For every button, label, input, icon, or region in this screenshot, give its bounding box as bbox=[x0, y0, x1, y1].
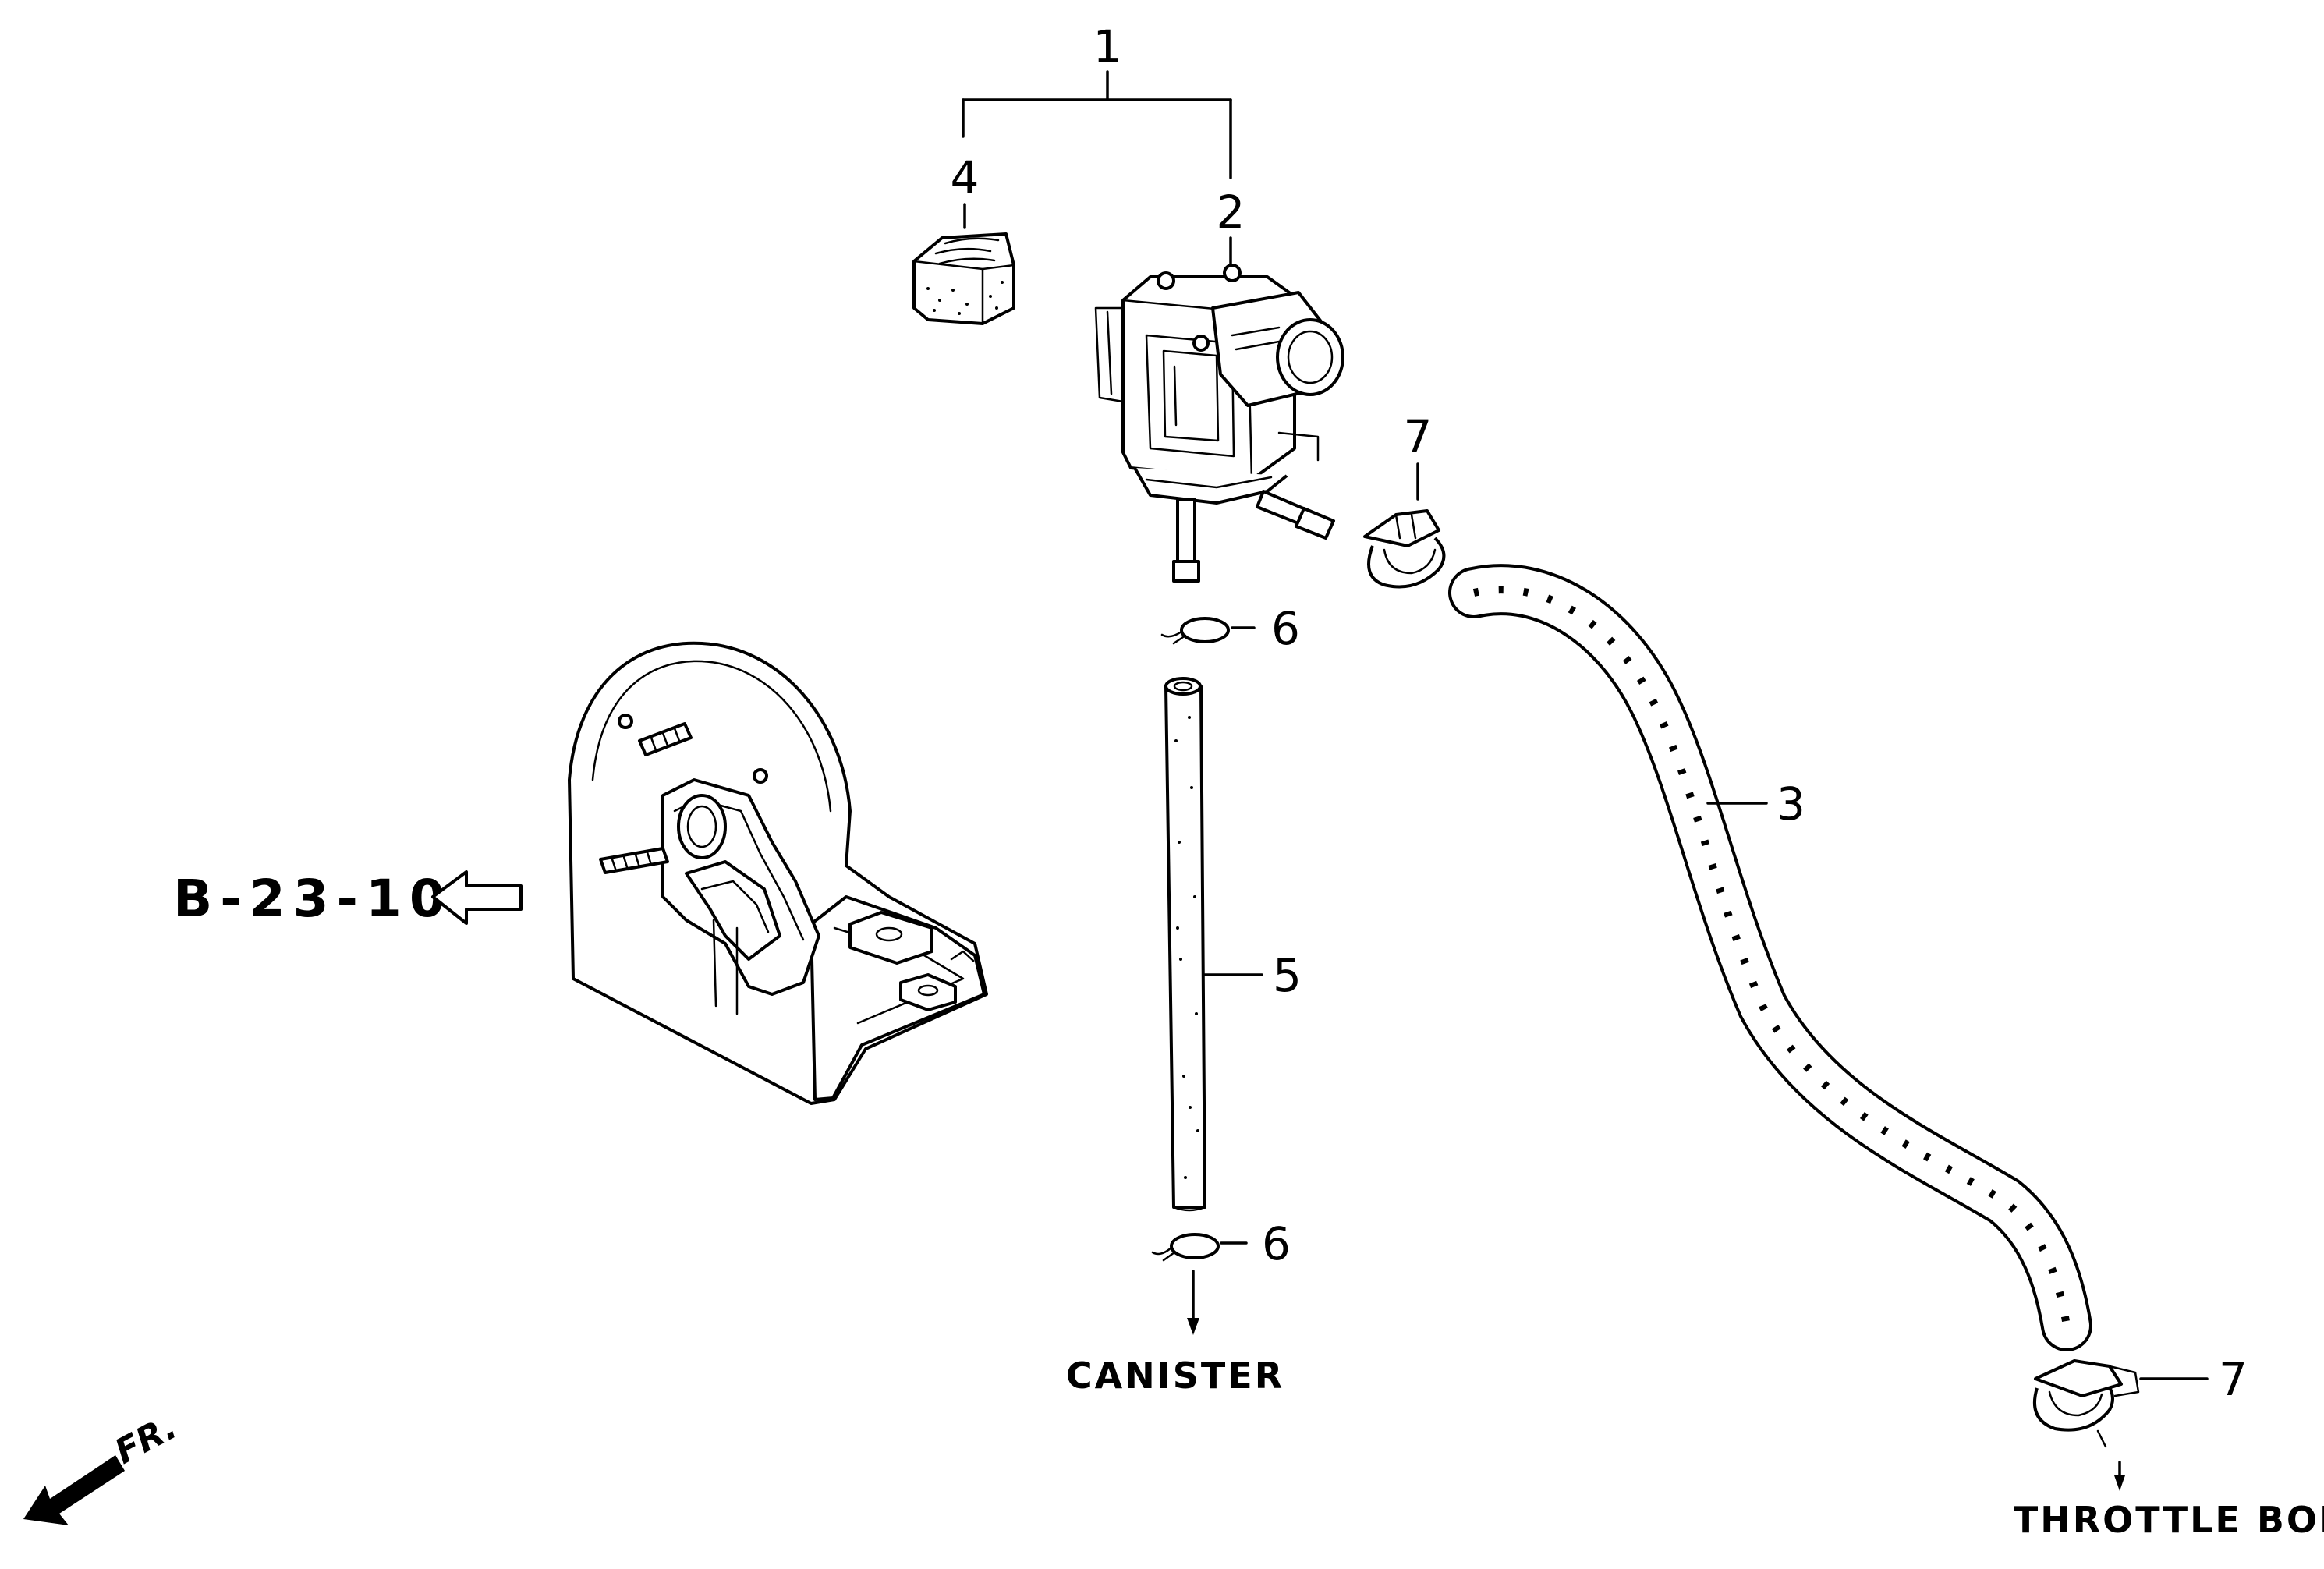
canister-direction-arrow bbox=[1187, 1270, 1199, 1335]
filter-cap-part-4 bbox=[912, 232, 1015, 325]
hose-part-3 bbox=[1448, 564, 2092, 1351]
callout-7-top: 7 bbox=[1404, 410, 1433, 463]
callout-5: 5 bbox=[1273, 949, 1302, 1002]
callout-6-bottom: 6 bbox=[1262, 1217, 1291, 1270]
hose-clip-part-7-right bbox=[2032, 1359, 2140, 1448]
canister-label: CANISTER bbox=[1066, 1355, 1284, 1397]
callout-2: 2 bbox=[1217, 186, 1245, 239]
callout-3: 3 bbox=[1777, 777, 1805, 831]
callout-4: 4 bbox=[951, 151, 980, 204]
reference-code-label: B-23-10 bbox=[173, 869, 453, 929]
vacuum-tube-part-5 bbox=[1164, 677, 1206, 1212]
solenoid-valve-part-2 bbox=[1094, 264, 1344, 583]
callout-6-top: 6 bbox=[1271, 602, 1300, 655]
front-label: FR. bbox=[108, 1407, 183, 1472]
throttle-body-direction-arrow bbox=[2114, 1461, 2125, 1491]
throttle-body-label: THROTTLE BODY bbox=[2014, 1499, 2324, 1541]
hose-clip-part-7-top bbox=[1363, 509, 1446, 589]
mounting-bracket bbox=[568, 641, 988, 1105]
clamp-ring-part-6-top bbox=[1160, 617, 1230, 645]
clamp-ring-part-6-bottom bbox=[1151, 1233, 1220, 1262]
group-bracket-1 bbox=[962, 70, 1232, 179]
callout-1: 1 bbox=[1093, 20, 1122, 73]
front-arrow-icon bbox=[23, 1455, 125, 1525]
reference-arrow-icon bbox=[431, 870, 523, 925]
callout-7-right: 7 bbox=[2219, 1353, 2248, 1406]
